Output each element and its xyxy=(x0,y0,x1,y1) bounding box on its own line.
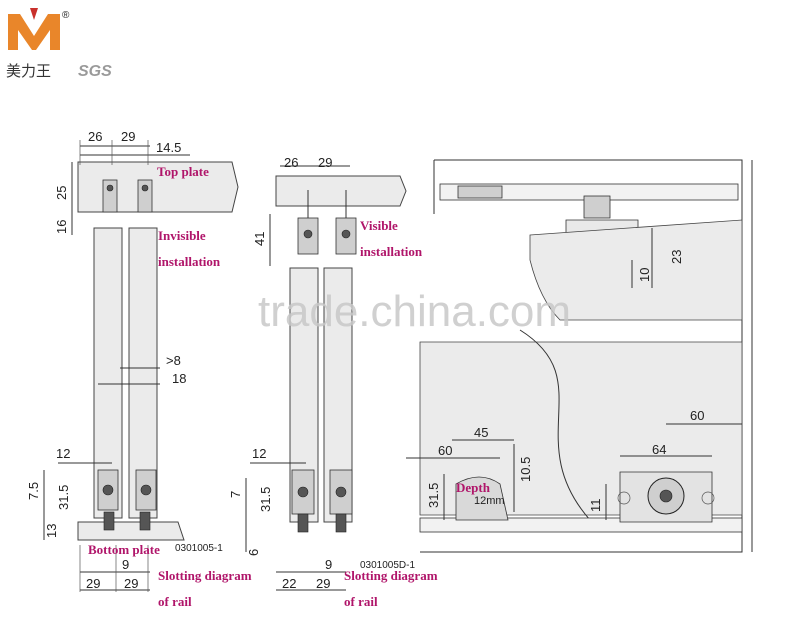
dim-29: 29 xyxy=(121,129,135,144)
slot-left xyxy=(103,511,115,531)
dim-13: 13 xyxy=(44,524,59,538)
bottom-plate-section xyxy=(77,521,185,541)
dim-29-visible: 29 xyxy=(318,155,332,170)
label-slotting-middle: Slotting diagram xyxy=(344,568,438,583)
dim-18: 18 xyxy=(172,371,186,386)
dim-29-visible-bottom: 29 xyxy=(316,576,330,591)
top-plate-section xyxy=(77,161,239,213)
dim-25: 25 xyxy=(54,186,69,200)
label-of-rail-middle: of rail xyxy=(344,594,378,609)
guide-wheel-right xyxy=(140,484,152,496)
dim-31-5: 31.5 xyxy=(56,485,71,510)
brand-logo: ® 美力王 SGS xyxy=(6,8,112,80)
dim-41: 41 xyxy=(252,232,267,246)
dim-60-left: 60 xyxy=(438,443,452,458)
dim-10-5: 10.5 xyxy=(518,457,533,482)
dim-23: 23 xyxy=(669,250,684,264)
dim-10: 10 xyxy=(637,268,652,282)
break-line xyxy=(519,329,591,521)
top-roller xyxy=(457,185,503,199)
logo-mark-shape xyxy=(8,14,60,50)
top-connector xyxy=(583,195,611,219)
dim-11: 11 xyxy=(588,499,603,513)
label-bottom-plate: Bottom plate xyxy=(88,542,160,557)
logo-chinese-name: 美力王 xyxy=(6,62,51,80)
dim-31-5-right: 31.5 xyxy=(426,483,441,508)
label-of-rail-left: of rail xyxy=(158,594,192,609)
logo-registered: ® xyxy=(62,10,70,21)
label-invisible: Invisible xyxy=(158,228,206,243)
dim-26-visible: 26 xyxy=(284,155,298,170)
label-installation: installation xyxy=(158,254,221,269)
dim-31-5-visible: 31.5 xyxy=(258,487,273,512)
guide-wheel-left xyxy=(102,484,114,496)
hanger-right xyxy=(137,179,153,213)
door-panel-upper xyxy=(529,219,743,321)
left-diagram: 26 29 14.5 25 16 >8 18 12 7.5 31.5 13 9 … xyxy=(26,129,252,609)
slot-right xyxy=(139,511,151,531)
dim-7: 7 xyxy=(228,491,243,498)
dim-gt8: >8 xyxy=(166,353,181,368)
wheel-right xyxy=(141,184,149,192)
dim-29-b: 29 xyxy=(124,576,138,591)
wheel-visible-right xyxy=(341,229,351,239)
dim-29-a: 29 xyxy=(86,576,100,591)
label-visible-installation: installation xyxy=(360,244,423,259)
top-plate-section-visible xyxy=(275,175,407,207)
dim-26: 26 xyxy=(88,129,102,144)
dim-9-visible: 9 xyxy=(325,557,332,572)
label-depth: Depth xyxy=(456,480,491,495)
dim-7-5: 7.5 xyxy=(26,482,41,500)
logo-mark-accent xyxy=(30,8,38,20)
sgs-cert: SGS xyxy=(78,63,112,80)
dim-60-top: 60 xyxy=(690,408,704,423)
dim-12: 12 xyxy=(56,446,70,461)
guide-wheel-visible-left xyxy=(297,486,309,498)
label-depth-value: 12mm xyxy=(474,495,505,507)
watermark: trade.china.com xyxy=(258,287,571,336)
dim-14-5: 14.5 xyxy=(156,140,181,155)
label-visible: Visible xyxy=(360,218,398,233)
label-top-plate: Top plate xyxy=(157,164,209,179)
depth-slot xyxy=(455,476,509,521)
guide-axle xyxy=(659,489,673,503)
dim-64: 64 xyxy=(652,442,666,457)
dim-16: 16 xyxy=(54,220,69,234)
guide-wheel-visible-right xyxy=(335,486,347,498)
wheel-left xyxy=(106,184,114,192)
slot-visible-left xyxy=(297,513,309,533)
part-code-middle: 0301005D-1 xyxy=(360,560,415,571)
mounting-hole xyxy=(617,491,631,505)
middle-diagram: 26 29 41 12 7 31.5 6 9 22 29 Visible ins… xyxy=(228,155,438,609)
slot-visible-right xyxy=(335,513,347,533)
dim-6: 6 xyxy=(246,549,261,556)
hanger-left xyxy=(102,179,118,213)
mounting-hole xyxy=(701,491,715,505)
right-diagram: 23 10 60 45 60 64 10.5 31.5 11 Depth 12m… xyxy=(406,159,753,553)
label-slotting-left: Slotting diagram xyxy=(158,568,252,583)
dim-22: 22 xyxy=(282,576,296,591)
wheel-visible-left xyxy=(303,229,313,239)
dim-45: 45 xyxy=(474,425,488,440)
dim-12-visible: 12 xyxy=(252,446,266,461)
dim-9: 9 xyxy=(122,557,129,572)
part-code-left: 0301005-1 xyxy=(175,543,223,554)
